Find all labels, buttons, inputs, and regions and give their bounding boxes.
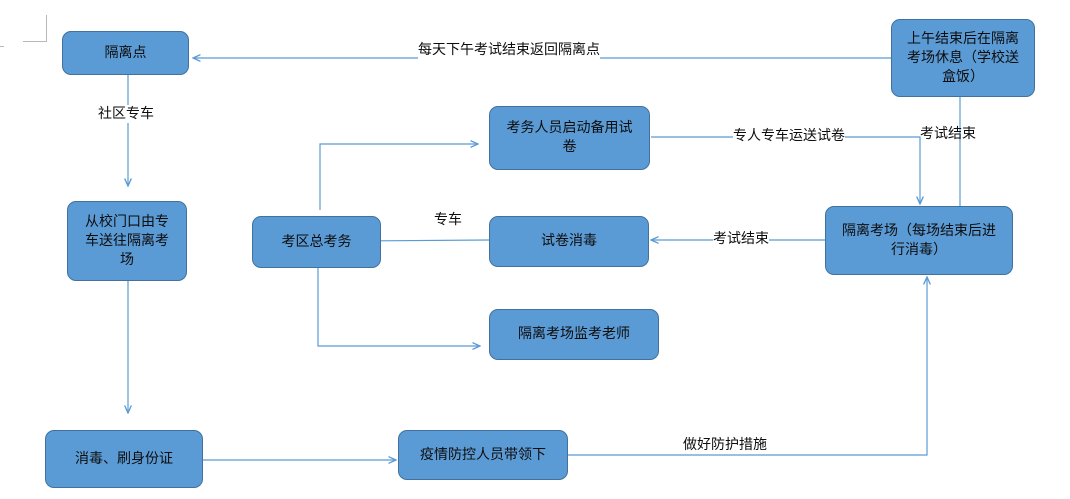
edge-label-return-daily: 每天下午考试结束返回隔离点 <box>418 41 600 59</box>
edge-label-protection: 做好防护措施 <box>683 436 767 454</box>
node-invigilator[interactable]: 隔离考场监考老师 <box>489 309 659 360</box>
edge-office-to-invigilator <box>317 268 480 346</box>
edge-courier <box>651 136 920 204</box>
edge-label-exam-end-mid: 考试结束 <box>713 230 769 248</box>
edge-label-community-bus: 社区专车 <box>98 105 154 123</box>
page-corner-mark <box>23 15 47 42</box>
node-disinfect-id[interactable]: 消毒、刷身份证 <box>45 430 203 488</box>
edge-office-to-backup <box>319 144 478 210</box>
node-epidemic-staff[interactable]: 疫情防控人员带领下 <box>398 430 568 480</box>
node-paper-disinfect[interactable]: 试卷消毒 <box>489 216 649 267</box>
node-isolation-room[interactable]: 隔离考场（每场结束后进行消毒） <box>825 206 1013 275</box>
edge-protection <box>568 277 927 456</box>
node-isolation-point[interactable]: 隔离点 <box>62 31 189 75</box>
edge-label-courier-transport: 专人专车运送试卷 <box>733 127 845 145</box>
page-corner-mark <box>0 46 4 47</box>
edge-label-special-bus: 专车 <box>434 211 462 229</box>
node-school-gate[interactable]: 从校门口由专车送往隔离考场 <box>67 201 187 281</box>
node-district-office[interactable]: 考区总考务 <box>252 216 381 268</box>
edge-label-exam-end-top: 考试结束 <box>920 126 976 142</box>
node-staff-backup[interactable]: 考务人员启动备用试卷 <box>489 106 650 170</box>
node-afternoon-rest[interactable]: 上午结束后在隔离考场休息（学校送盒饭） <box>891 19 1035 97</box>
